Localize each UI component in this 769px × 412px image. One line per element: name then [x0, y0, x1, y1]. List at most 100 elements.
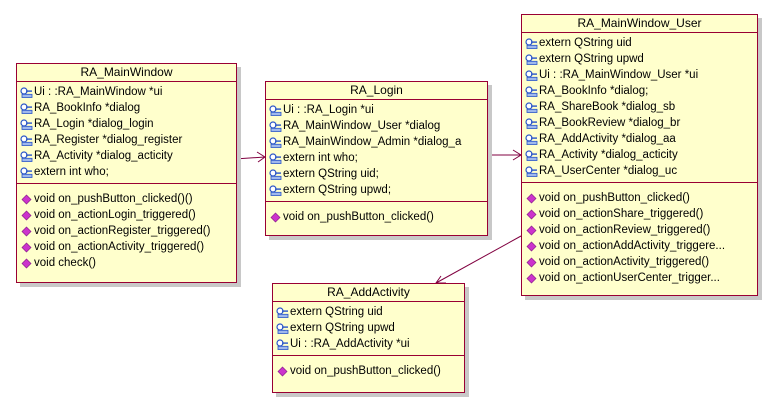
- attribute-text: RA_UserCenter *dialog_uc: [539, 165, 678, 177]
- operation-row[interactable]: void on_actionRegister_triggered(): [20, 223, 236, 239]
- attribute-row[interactable]: extern QString upwd: [525, 51, 757, 67]
- field-key-icon: [269, 184, 282, 196]
- field-key-icon: [525, 133, 538, 145]
- operation-row[interactable]: void on_actionLogin_triggered(): [20, 207, 236, 223]
- field-key-icon: [20, 166, 33, 178]
- attribute-row[interactable]: Ui : :RA_Login *ui: [269, 102, 487, 118]
- field-key-icon: [269, 104, 282, 116]
- operation-row[interactable]: void on_actionAddActivity_triggere...: [525, 238, 757, 254]
- attribute-text: RA_Register *dialog_register: [34, 134, 183, 146]
- attribute-row[interactable]: RA_AddActivity *dialog_aa: [525, 131, 757, 147]
- operation-list: void on_pushButton_clicked(): [266, 202, 487, 228]
- attribute-text: extern QString upwd: [539, 53, 644, 65]
- field-key-icon: [276, 306, 289, 318]
- field-key-icon: [525, 101, 538, 113]
- attribute-row[interactable]: RA_BookInfo *dialog: [20, 100, 236, 116]
- field-key-icon: [525, 117, 538, 129]
- method-diamond-icon: [525, 241, 538, 252]
- field-key-icon: [269, 168, 282, 180]
- attribute-row[interactable]: RA_MainWindow_Admin *dialog_a: [269, 134, 487, 150]
- association-user-to-addactivity: [435, 235, 522, 284]
- attribute-text: RA_MainWindow_Admin *dialog_a: [283, 136, 462, 148]
- method-diamond-icon: [525, 273, 538, 284]
- attribute-row[interactable]: RA_UserCenter *dialog_uc: [525, 163, 757, 179]
- association-main-to-login: [234, 156, 266, 160]
- operation-row[interactable]: void on_actionActivity_triggered(): [20, 239, 236, 255]
- class-name: RA_Login: [266, 82, 487, 100]
- arrowhead-main-to-login: [256, 151, 266, 163]
- field-key-icon: [269, 136, 282, 148]
- attribute-text: RA_BookReview *dialog_br: [539, 117, 681, 129]
- operation-text: void on_pushButton_clicked(): [539, 192, 690, 204]
- attribute-row[interactable]: RA_Activity *dialog_acticity: [20, 148, 236, 164]
- operation-row[interactable]: void on_actionUserCenter_trigger...: [525, 270, 757, 286]
- attribute-text: Ui : :RA_MainWindow_User *ui: [539, 69, 699, 81]
- operation-row[interactable]: void on_pushButton_clicked(): [525, 190, 757, 206]
- attribute-row[interactable]: extern int who;: [269, 150, 487, 166]
- attribute-row[interactable]: RA_BookInfo *dialog;: [525, 83, 757, 99]
- operation-row[interactable]: void on_actionShare_triggered(): [525, 206, 757, 222]
- attribute-row[interactable]: RA_Activity *dialog_acticity: [525, 147, 757, 163]
- method-diamond-icon: [276, 366, 289, 377]
- field-key-icon: [525, 53, 538, 65]
- attribute-row[interactable]: extern QString upwd;: [269, 182, 487, 198]
- operation-row[interactable]: void on_pushButton_clicked(): [276, 363, 464, 379]
- field-key-icon: [525, 69, 538, 81]
- attribute-row[interactable]: RA_Login *dialog_login: [20, 116, 236, 132]
- operation-row[interactable]: void on_pushButton_clicked()(): [20, 191, 236, 207]
- attribute-row[interactable]: Ui : :RA_MainWindow_User *ui: [525, 67, 757, 83]
- method-diamond-icon: [525, 193, 538, 204]
- operation-text: void on_actionRegister_triggered(): [34, 225, 211, 237]
- field-key-icon: [20, 102, 33, 114]
- method-diamond-icon: [20, 242, 33, 253]
- attribute-text: RA_AddActivity *dialog_aa: [539, 133, 676, 145]
- attribute-text: RA_Login *dialog_login: [34, 118, 154, 130]
- operation-text: void on_actionLogin_triggered(): [34, 209, 196, 221]
- attribute-text: extern QString uid: [290, 306, 383, 318]
- arrowhead-login-to-user: [512, 149, 522, 161]
- operation-text: void on_actionReview_triggered(): [539, 224, 711, 236]
- arrowhead-user-to-addactivity: [435, 275, 446, 284]
- attribute-text: RA_MainWindow_User *dialog: [283, 120, 441, 132]
- field-key-icon: [525, 165, 538, 177]
- operation-row[interactable]: void on_actionActivity_triggered(): [525, 254, 757, 270]
- attribute-row[interactable]: extern int who;: [20, 164, 236, 180]
- class-name: RA_MainWindow_User: [522, 15, 757, 33]
- attribute-row[interactable]: RA_MainWindow_User *dialog: [269, 118, 487, 134]
- attribute-row[interactable]: RA_BookReview *dialog_br: [525, 115, 757, 131]
- attribute-row[interactable]: extern QString upwd: [276, 320, 464, 336]
- attribute-text: extern QString uid;: [283, 168, 379, 180]
- method-diamond-icon: [20, 210, 33, 221]
- attribute-row[interactable]: RA_Register *dialog_register: [20, 132, 236, 148]
- method-diamond-icon: [20, 258, 33, 269]
- method-diamond-icon: [20, 226, 33, 237]
- operation-list: void on_pushButton_clicked()void on_acti…: [522, 183, 757, 289]
- attribute-text: RA_BookInfo *dialog: [34, 102, 141, 114]
- operation-text: void on_actionActivity_triggered(): [34, 241, 205, 253]
- attribute-list: extern QString uid extern QString upwd Ui …: [522, 33, 757, 183]
- attribute-text: RA_ShareBook *dialog_sb: [539, 101, 676, 113]
- operation-list: void on_pushButton_clicked(): [273, 356, 464, 382]
- attribute-row[interactable]: extern QString uid: [276, 304, 464, 320]
- operation-text: void on_actionActivity_triggered(): [539, 256, 710, 268]
- attribute-row[interactable]: extern QString uid: [525, 35, 757, 51]
- operation-row[interactable]: void on_actionReview_triggered(): [525, 222, 757, 238]
- attribute-text: extern int who;: [283, 152, 358, 164]
- operation-row[interactable]: void on_pushButton_clicked(): [269, 209, 487, 225]
- attribute-row[interactable]: Ui : :RA_AddActivity *ui: [276, 336, 464, 352]
- operation-text: void check(): [34, 257, 96, 269]
- operation-text: void on_actionUserCenter_trigger...: [539, 272, 720, 284]
- attribute-row[interactable]: extern QString uid;: [269, 166, 487, 182]
- attribute-row[interactable]: Ui : :RA_MainWindow *ui: [20, 84, 236, 100]
- attribute-text: Ui : :RA_MainWindow *ui: [34, 86, 163, 98]
- attribute-row[interactable]: RA_ShareBook *dialog_sb: [525, 99, 757, 115]
- operation-row[interactable]: void check(): [20, 255, 236, 271]
- field-key-icon: [276, 322, 289, 334]
- attribute-text: extern int who;: [34, 166, 109, 178]
